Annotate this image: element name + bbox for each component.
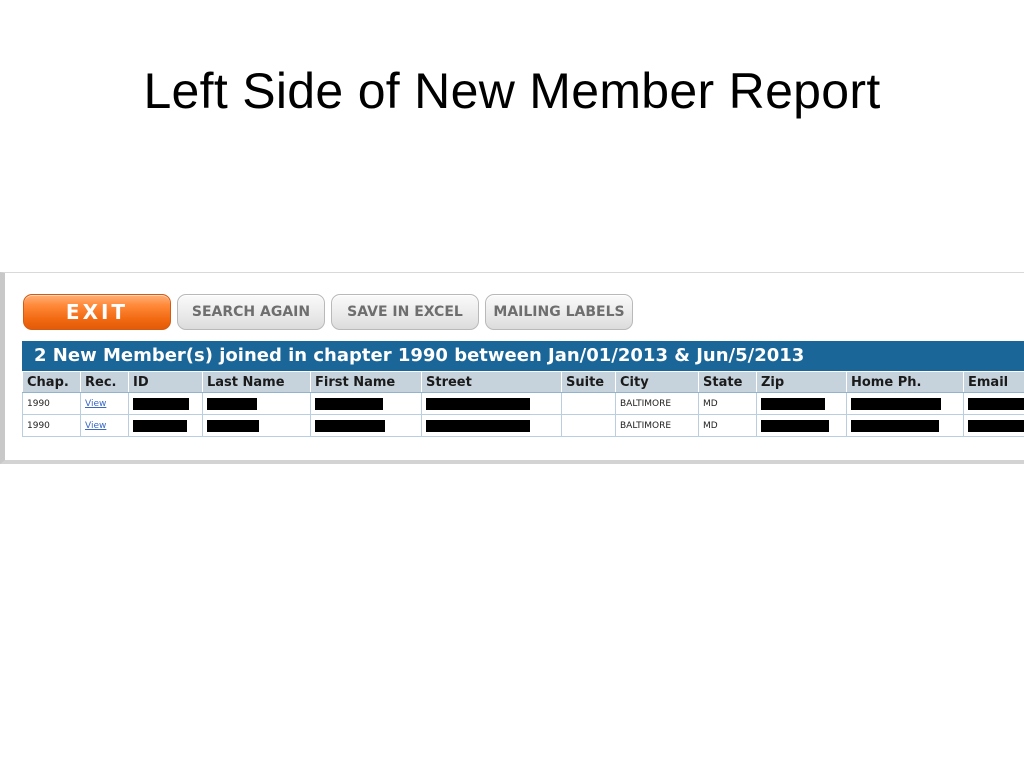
column-header-street[interactable]: Street: [421, 371, 562, 393]
state-cell: MD: [698, 392, 757, 415]
column-header-chap[interactable]: Chap.: [22, 371, 81, 393]
chap-cell: 1990: [22, 414, 81, 437]
column-header-last-name[interactable]: Last Name: [202, 371, 311, 393]
slide-title: Left Side of New Member Report: [143, 63, 881, 119]
zip-cell: [756, 414, 847, 437]
last-name-cell: [202, 414, 311, 437]
column-header-state[interactable]: State: [698, 371, 757, 393]
suite-cell: [561, 392, 616, 415]
column-header-rec[interactable]: Rec.: [80, 371, 129, 393]
street-cell: [421, 392, 562, 415]
save-in-excel-button[interactable]: SAVE IN EXCEL: [331, 294, 479, 330]
zip-cell: [756, 392, 847, 415]
members-table: Chap. Rec. ID Last Name First Name Stree…: [22, 371, 1024, 437]
redacted-last-name: [207, 419, 259, 432]
first-name-cell: [310, 392, 422, 415]
street-cell: [421, 414, 562, 437]
column-header-city[interactable]: City: [615, 371, 699, 393]
column-header-id[interactable]: ID: [128, 371, 203, 393]
rec-cell: View: [80, 392, 129, 415]
column-header-home-phone[interactable]: Home Ph.: [846, 371, 964, 393]
column-header-suite[interactable]: Suite: [561, 371, 616, 393]
mailing-labels-button[interactable]: MAILING LABELS: [485, 294, 633, 330]
redacted-email: [968, 419, 1024, 432]
id-cell: [128, 414, 203, 437]
suite-cell: [561, 414, 616, 437]
redacted-home-phone: [851, 397, 941, 410]
id-cell: [128, 392, 203, 415]
header-row: Chap. Rec. ID Last Name First Name Stree…: [22, 371, 1024, 393]
city-cell: BALTIMORE: [615, 414, 699, 437]
rec-cell: View: [80, 414, 129, 437]
report-banner: 2 New Member(s) joined in chapter 1990 b…: [22, 341, 1024, 371]
column-header-first-name[interactable]: First Name: [310, 371, 422, 393]
redacted-home-phone: [851, 419, 939, 432]
chap-cell: 1990: [22, 392, 81, 415]
email-cell: [963, 414, 1024, 437]
redacted-first-name: [315, 397, 383, 410]
exit-button[interactable]: EXIT: [23, 294, 171, 330]
new-member-report: 2 New Member(s) joined in chapter 1990 b…: [22, 341, 1024, 437]
redacted-first-name: [315, 419, 385, 432]
city-cell: BALTIMORE: [615, 392, 699, 415]
last-name-cell: [202, 392, 311, 415]
view-record-link[interactable]: View: [85, 420, 107, 431]
toolbar: EXIT SEARCH AGAIN SAVE IN EXCEL MAILING …: [23, 293, 633, 331]
redacted-zip: [761, 397, 825, 410]
table-row: 1990 View BALTIMORE MD: [22, 414, 1024, 437]
table-row: 1990 View BALTIMORE MD: [22, 392, 1024, 415]
view-record-link[interactable]: View: [85, 398, 107, 409]
email-cell: [963, 392, 1024, 415]
search-again-button[interactable]: SEARCH AGAIN: [177, 294, 325, 330]
redacted-email: [968, 397, 1024, 410]
state-cell: MD: [698, 414, 757, 437]
redacted-id: [133, 397, 189, 410]
column-header-zip[interactable]: Zip: [756, 371, 847, 393]
first-name-cell: [310, 414, 422, 437]
redacted-last-name: [207, 397, 257, 410]
redacted-street: [426, 397, 530, 410]
home-phone-cell: [846, 392, 964, 415]
report-screenshot: EXIT SEARCH AGAIN SAVE IN EXCEL MAILING …: [0, 272, 1024, 464]
column-header-email[interactable]: Email: [963, 371, 1024, 393]
redacted-street: [426, 419, 530, 432]
home-phone-cell: [846, 414, 964, 437]
redacted-zip: [761, 419, 829, 432]
redacted-id: [133, 419, 187, 432]
